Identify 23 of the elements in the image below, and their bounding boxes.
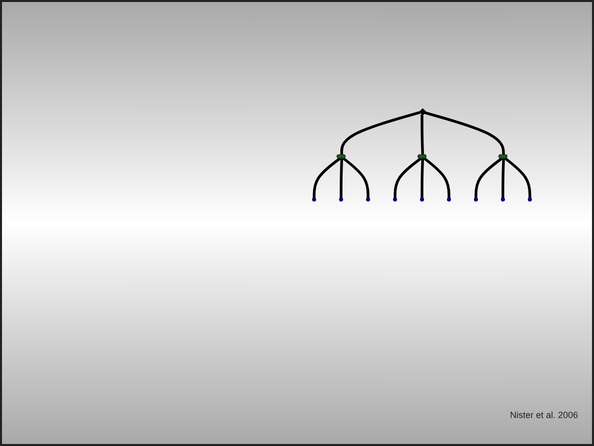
node-circle	[528, 197, 532, 202]
node-circle	[446, 197, 451, 202]
connector	[340, 111, 420, 156]
connector	[474, 157, 503, 198]
node-circle	[339, 197, 344, 202]
node-circle	[312, 197, 316, 202]
node-diamond	[419, 108, 426, 116]
connector	[424, 111, 505, 156]
node-circle	[420, 197, 424, 202]
node-circle	[500, 197, 505, 202]
connector	[342, 157, 370, 198]
node-circle	[393, 197, 398, 202]
connector	[424, 157, 450, 198]
connector	[504, 157, 532, 198]
connector	[340, 158, 344, 198]
connector	[312, 157, 341, 198]
connector	[394, 157, 422, 198]
node-circle	[474, 197, 478, 202]
connector	[420, 158, 424, 198]
connector	[502, 158, 505, 198]
connector	[420, 114, 424, 156]
citation-text: Nister et al. 2006	[510, 410, 578, 420]
node-circle	[366, 197, 370, 202]
